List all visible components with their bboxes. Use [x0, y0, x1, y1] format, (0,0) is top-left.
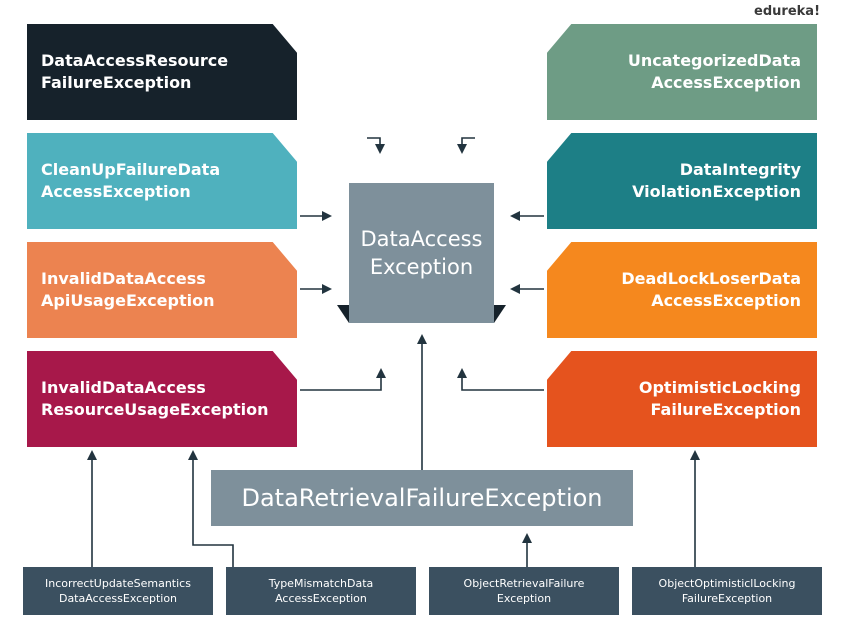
- bottom-line1: IncorrectUpdateSemantics: [45, 577, 191, 590]
- arrow-type-mismatch: [188, 450, 234, 567]
- pane-line2: AccessException: [651, 291, 801, 310]
- arrow-top-right: [457, 137, 475, 154]
- pane-line1: InvalidDataAccess: [41, 378, 206, 397]
- pane-line1: UncategorizedData: [627, 51, 801, 70]
- pane-line1: CleanUpFailureData: [41, 160, 221, 179]
- bottom-line1: TypeMismatchData: [268, 577, 374, 590]
- pane-cleanup-failure: CleanUpFailureData AccessException: [27, 133, 297, 229]
- pane-line2: FailureException: [650, 400, 801, 419]
- bottom-line2: AccessException: [275, 592, 367, 605]
- pane-optimistic-locking: OptimisticLocking FailureException: [547, 351, 817, 447]
- pane-invalid-resource-usage: InvalidDataAccess ResourceUsageException: [27, 351, 297, 447]
- pane-line2: ViolationException: [632, 182, 801, 201]
- pane-line1: InvalidDataAccess: [41, 269, 206, 288]
- bottom-line2: FailureException: [681, 592, 773, 605]
- center-corner-right: [494, 305, 506, 323]
- pane-line2: FailureException: [41, 73, 192, 92]
- pane-line1: DataIntegrity: [679, 160, 801, 179]
- pane-line1: DataAccessResource: [41, 51, 229, 70]
- pane-deadlock-loser: DeadLockLoserData AccessException: [547, 242, 817, 338]
- pane-line2: AccessException: [41, 182, 191, 201]
- pane-line1: OptimisticLocking: [638, 378, 801, 397]
- pane-line2: ResourceUsageException: [41, 400, 269, 419]
- bottom-line1: ObjectRetrievalFailure: [463, 577, 585, 590]
- type-mismatch-box: TypeMismatchData AccessException: [226, 567, 416, 615]
- pane-data-access-resource-failure: DataAccessResource FailureException: [27, 24, 297, 120]
- arrow-bottom-right: [457, 368, 544, 391]
- center-corner-left: [337, 305, 349, 323]
- incorrect-update-box: IncorrectUpdateSemantics DataAccessExcep…: [23, 567, 213, 615]
- pane-line1: DeadLockLoserData: [621, 269, 801, 288]
- object-retrieval-box: ObjectRetrievalFailure Exception: [429, 567, 619, 615]
- object-optimistic-box: ObjectOptimisticlLocking FailureExceptio…: [632, 567, 822, 615]
- pane-invalid-api-usage: InvalidDataAccess ApiUsageException: [27, 242, 297, 338]
- arrow-top-left: [367, 137, 385, 154]
- bottom-line2: DataAccessException: [58, 592, 178, 605]
- arrow-bottom-left: [300, 368, 386, 391]
- bottom-line2: Exception: [496, 592, 552, 605]
- edureka-logo: edureka!: [754, 4, 820, 19]
- pane-uncategorized: UncategorizedData AccessException: [547, 24, 817, 120]
- pane-line2: ApiUsageException: [41, 291, 215, 310]
- retrieval-label: DataRetrievalFailureException: [241, 484, 603, 512]
- data-access-exception-box: DataAccess Exception: [349, 183, 494, 323]
- pane-data-integrity: DataIntegrity ViolationException: [547, 133, 817, 229]
- bottom-line1: ObjectOptimisticlLocking: [658, 577, 796, 590]
- data-retrieval-failure-box: DataRetrievalFailureException: [211, 470, 633, 526]
- center-line1: DataAccess: [360, 227, 483, 251]
- pane-line2: AccessException: [651, 73, 801, 92]
- center-line2: Exception: [369, 255, 474, 279]
